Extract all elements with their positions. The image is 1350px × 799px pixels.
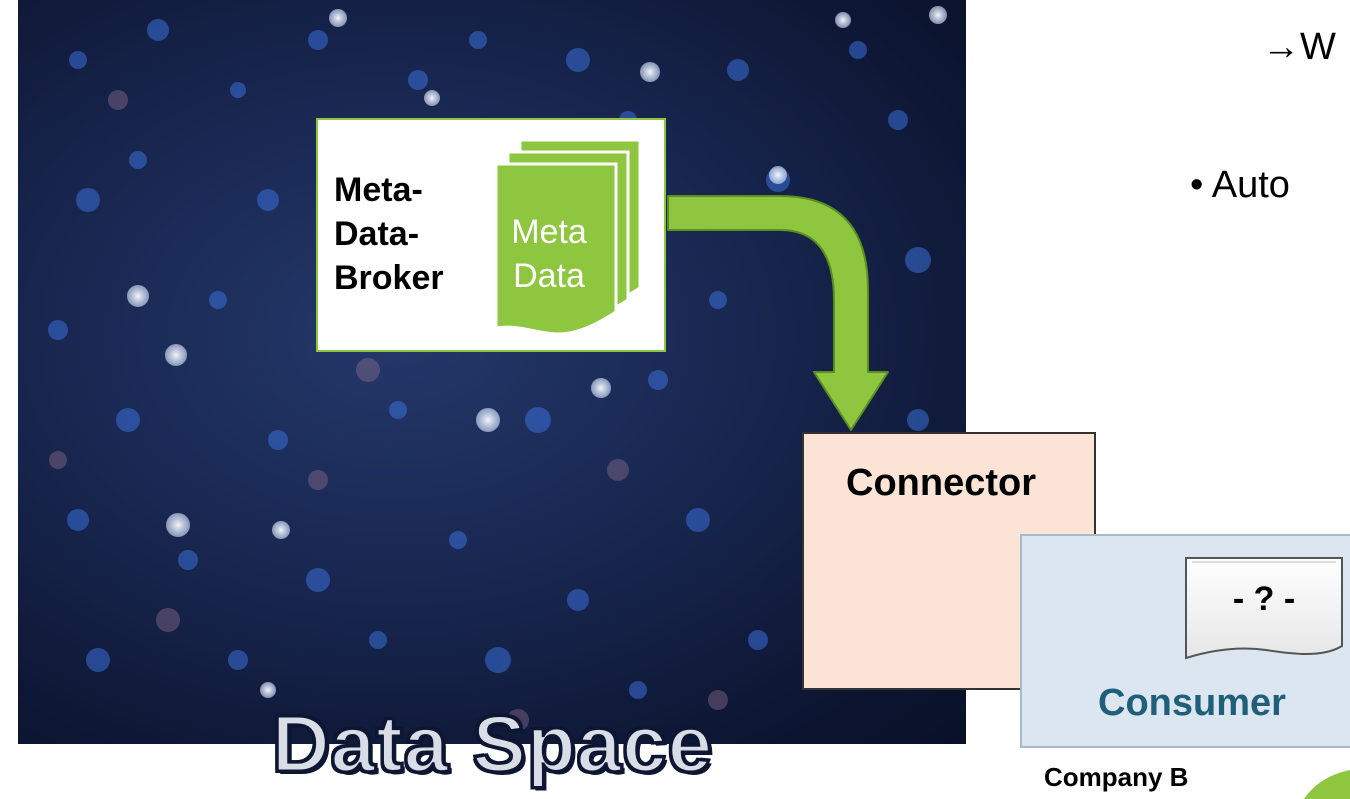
bullet-text-auto-line: • Auto [1190,164,1290,206]
company-label: Company B [1044,762,1189,792]
broker-label-line: Data- [334,215,420,253]
consumer-box: - ? - Consumer [1020,534,1350,748]
unknown-data-scroll-icon: - ? - [1182,554,1350,666]
metadata-doc-line: Meta [511,213,587,251]
metadata-document-stack-icon: Meta Data [484,138,654,338]
broker-label-line: Broker [334,259,444,297]
data-space-title: Data Space [270,698,714,790]
connector-label: Connector [846,462,1036,504]
metadata-broker-label: Meta- Data- Broker [334,168,484,300]
green-swoosh-shape [1304,770,1350,799]
metadata-broker-box: Meta- Data- Broker Meta Data [316,118,666,352]
consumer-label: Consumer [1098,682,1286,724]
broker-label-line: Meta- [334,171,423,209]
bullet-text-arrow-line: →W [1262,26,1336,68]
metadata-doc-line: Data [513,257,585,295]
unknown-data-label: - ? - [1232,580,1296,618]
